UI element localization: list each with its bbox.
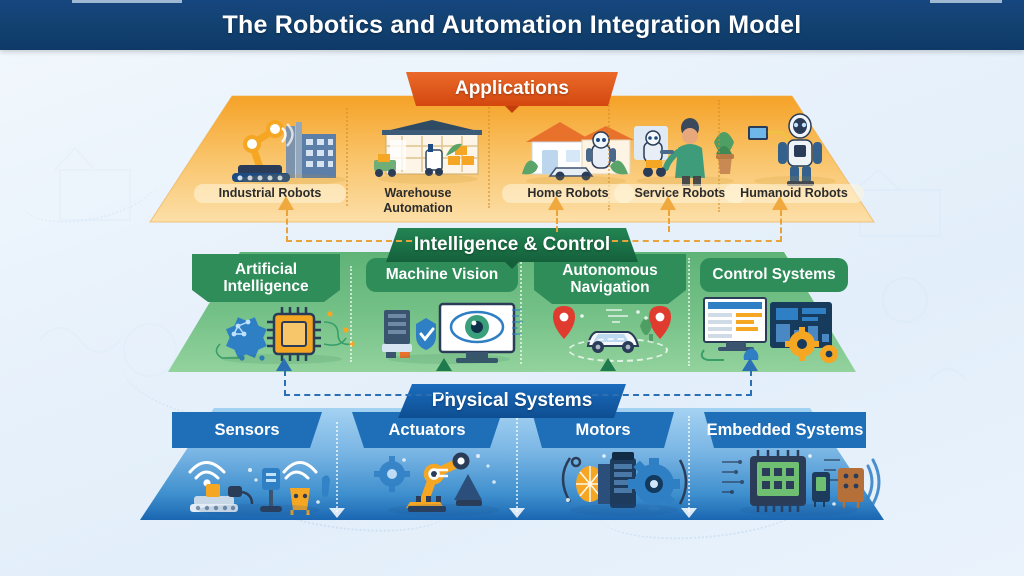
applications-divider-2 [488, 104, 490, 208]
application-label-line: Automation [383, 200, 453, 215]
physical-pill-sensors[interactable]: Sensors [172, 412, 322, 448]
application-label-line: Service Robots [634, 186, 726, 200]
control-dashboard-icon [696, 292, 846, 364]
application-label-line: Humanoid Robots [740, 186, 848, 200]
intelligence-pill-artificial-intelligence[interactable]: Artificial Intelligence [192, 254, 340, 302]
physical-pill-embedded-systems[interactable]: Embedded Systems [704, 412, 866, 448]
tier-banner-label: Intelligence & Control [413, 234, 611, 255]
robotic-actuator-arm-icon [374, 448, 514, 516]
applications-divider-3 [608, 102, 610, 210]
connector-arrowhead-up-green [600, 358, 616, 371]
application-label-industrial-robots: Industrial Robots [194, 184, 346, 203]
pill-label-line: Intelligence [223, 278, 309, 295]
intelligence-pill-control-systems[interactable]: Control Systems [700, 258, 848, 292]
pill-label-line: Navigation [570, 279, 650, 296]
connector-arrowhead-up [742, 358, 758, 371]
electric-motor-gear-icon [554, 450, 694, 516]
tier-applications: Industrial Robots Warehouse Automation H… [149, 95, 875, 223]
physical-pill-actuators[interactable]: Actuators [352, 412, 502, 448]
applications-divider-1 [346, 108, 348, 206]
tier-banner-label: Applications [454, 78, 569, 99]
applications-divider-4 [718, 100, 720, 212]
connector-arrowhead-up [276, 358, 292, 371]
connector-arrowhead-up [660, 196, 676, 210]
application-label-warehouse-automation: Warehouse Automation [358, 186, 478, 216]
industrial-robot-arm-icon [226, 118, 356, 185]
embedded-circuit-board-icon [720, 448, 881, 516]
autonomous-car-map-icon [542, 296, 692, 364]
application-label-line: Industrial Robots [218, 186, 322, 200]
page-title: The Robotics and Automation Integration … [222, 10, 802, 39]
physical-divider-arrow-3 [681, 508, 697, 518]
application-label-line: Home Robots [527, 186, 609, 200]
physical-pill-motors[interactable]: Motors [532, 412, 674, 448]
tier-banner-applications: Applications [406, 72, 618, 106]
header-tick-left [72, 0, 182, 3]
physical-divider-1 [336, 422, 338, 512]
connector-intelligence-to-applications [0, 196, 1024, 262]
physical-divider-2 [516, 418, 518, 512]
intelligence-pill-machine-vision[interactable]: Machine Vision [366, 258, 518, 292]
pill-label-line: Sensors [214, 420, 280, 439]
ai-chip-icon [206, 300, 358, 364]
tier-intelligence-control: Artificial Intelligence Machine Vision A… [168, 252, 856, 372]
intelligence-banner-notch [505, 262, 519, 269]
connector-arrowhead-up [278, 196, 294, 210]
header-tick-right [930, 0, 1002, 3]
connector-arrowhead-up-green [436, 358, 452, 371]
pill-label-line: Embedded Systems [706, 420, 864, 439]
application-label-line: Warehouse [384, 186, 452, 200]
connector-arrowhead-up [772, 196, 788, 210]
machine-vision-eye-icon [376, 296, 523, 364]
warehouse-forklift-icon [368, 116, 488, 184]
application-label-home-robots: Home Robots [502, 184, 634, 203]
tier-banner-physical-systems: Physical Systems [398, 384, 626, 418]
pill-label-line: Actuators [388, 420, 466, 439]
application-label-service-robots: Service Robots [614, 184, 746, 203]
intelligence-divider-1 [350, 266, 352, 362]
applications-banner-notch [505, 106, 519, 113]
humanoid-robot-icon [740, 112, 850, 186]
pill-label-line: Machine Vision [385, 266, 499, 284]
page-header: The Robotics and Automation Integration … [0, 0, 1024, 50]
physical-divider-3 [688, 416, 690, 512]
application-label-humanoid-robots: Humanoid Robots [724, 184, 864, 203]
intelligence-divider-2 [520, 262, 522, 364]
physical-divider-arrow-2 [509, 508, 525, 518]
pill-label-line: Artificial [234, 260, 297, 278]
intelligence-pill-autonomous-navigation[interactable]: Autonomous Navigation [534, 254, 686, 304]
physical-divider-arrow-1 [329, 508, 345, 518]
tier-physical-systems: Sensors Actuators Motors Embedded System… [140, 408, 884, 532]
service-robot-icon [628, 114, 744, 186]
tier-banner-intelligence-control: Intelligence & Control [386, 228, 638, 262]
connector-arrowhead-up [548, 196, 564, 210]
tier-banner-label: Physical Systems [431, 390, 593, 411]
pill-label-line: Control Systems [712, 266, 836, 284]
home-robot-icon [516, 116, 636, 186]
pill-label-line: Autonomous [562, 261, 658, 279]
connector-physical-to-intelligence [0, 358, 1024, 410]
wireless-sensor-icon [184, 454, 334, 516]
intelligence-divider-3 [688, 258, 690, 366]
pill-label-line: Motors [575, 420, 631, 439]
